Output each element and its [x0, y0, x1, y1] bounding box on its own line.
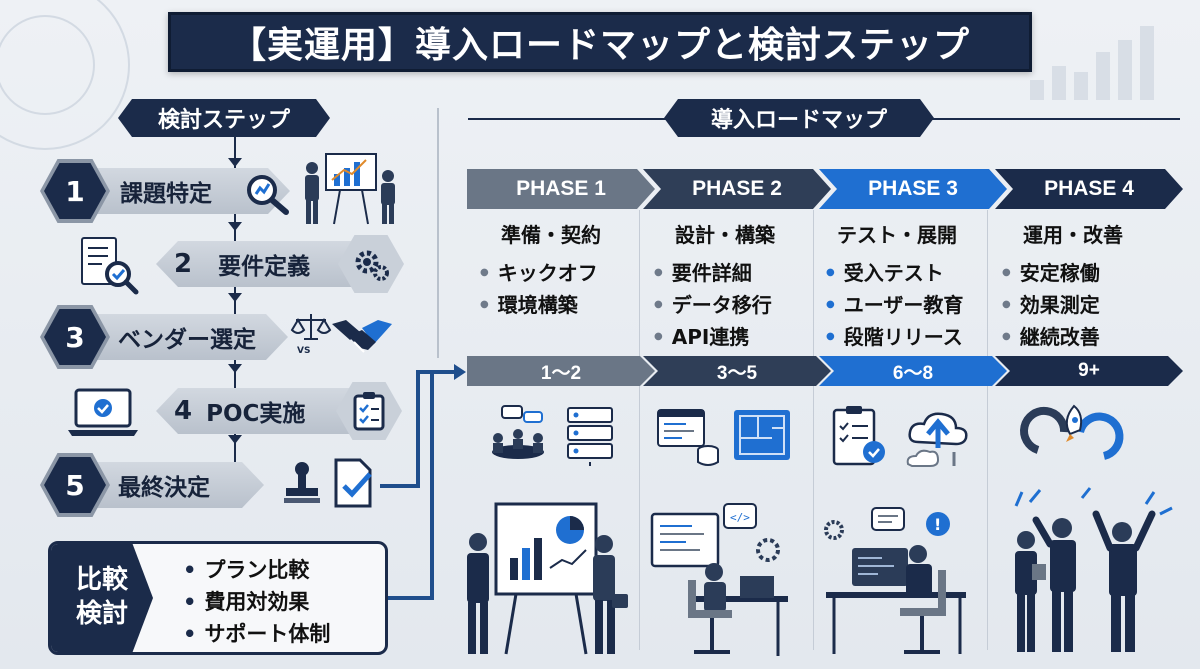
laptop-check-icon: [66, 388, 140, 438]
steps-header: 検討ステップ: [118, 99, 330, 137]
phase-3-title: テスト・展開: [837, 223, 957, 247]
phase-row: PHASE 1 PHASE 2 PHASE 3 PHASE 4: [467, 169, 1183, 209]
phase-4-duration: 9+: [995, 356, 1183, 386]
phase-4-items: 安定稼働 効果測定 継続改善: [988, 258, 1158, 354]
phase-2-items: 要件詳細 データ移行 API連携: [640, 258, 810, 354]
connector-line: [416, 372, 420, 488]
comparison-item: プラン比較: [183, 554, 330, 586]
document-check-icon: [330, 458, 382, 508]
connector-line: [380, 484, 420, 488]
step-2-label: 要件定義: [218, 254, 311, 280]
whiteboard-presentation-illustration: [452, 498, 632, 658]
svg-text:</>: </>: [730, 511, 750, 524]
server-icon: [564, 404, 616, 468]
decor-bar-chart: [1030, 20, 1180, 100]
cloud-upload-icon: [904, 408, 974, 470]
connector-line: [388, 596, 434, 600]
phase-3-duration: 6〜8: [819, 356, 1007, 386]
step-5-number: 5: [44, 457, 106, 513]
blueprint-icon: [732, 408, 794, 464]
phase-4-title: 運用・改善: [1023, 223, 1123, 247]
comparison-label-line1: 比較: [75, 565, 128, 596]
phase-item: 継続改善: [1002, 322, 1158, 354]
phase-item: 要件詳細: [654, 258, 810, 290]
step-5-label: 最終決定: [118, 475, 210, 501]
comparison-item: 費用対効果: [183, 586, 330, 618]
step-2-band: 2 要件定義: [156, 241, 366, 287]
phase-2-title: 設計・構築: [675, 223, 775, 247]
rocket-cycle-icon: [1018, 400, 1128, 472]
step-2-number-text: 2: [174, 249, 193, 279]
column-divider: [813, 210, 814, 650]
flow-arrow: [228, 364, 242, 373]
vs-label: VS: [297, 346, 311, 356]
step-5-band: 最終決定: [76, 462, 264, 508]
comparison-label-line2: 検討: [75, 599, 128, 629]
comparison-label: 比較 検討: [51, 544, 153, 652]
flow-arrow: [228, 222, 242, 231]
phase-3-column: テスト・展開 受入テスト ユーザー教育 段階リリース: [812, 213, 982, 354]
developer-at-desk-illustration: </>: [648, 500, 798, 658]
magnifier-icon: [244, 172, 292, 216]
step-4-label: POC実施: [206, 401, 306, 427]
column-divider: [987, 210, 988, 650]
comparison-box: 比較 検討 プラン比較 費用対効果 サポート体制: [48, 541, 388, 655]
phase-2-duration: 3〜5: [643, 356, 831, 386]
svg-text:!: !: [934, 515, 941, 534]
phase-4-column: 運用・改善 安定稼働 効果測定 継続改善: [988, 213, 1158, 354]
comparison-item: サポート体制: [183, 618, 330, 650]
phase-1-items: キックオフ 環境構築: [466, 258, 636, 322]
connector-line: [416, 370, 456, 374]
phase-3-items: 受入テスト ユーザー教育 段階リリース: [812, 258, 982, 354]
phase-1-duration: 1〜2: [467, 356, 655, 386]
phase-item: 環境構築: [480, 290, 636, 322]
phase-1-label: PHASE 1: [467, 169, 655, 209]
phase-2-column: 設計・構築 要件詳細 データ移行 API連携: [640, 213, 810, 354]
page-title: 【実運用】導入ロードマップと検討ステップ: [168, 12, 1032, 72]
handshake-icon: [330, 310, 394, 360]
step-3-label: ベンダー選定: [118, 327, 256, 353]
phase-2-label: PHASE 2: [643, 169, 831, 209]
flow-arrow: [228, 293, 242, 302]
section-divider: [437, 108, 439, 358]
flow-arrow: [228, 435, 242, 444]
column-divider: [639, 210, 640, 650]
document-search-icon: [78, 236, 140, 296]
presentation-team-illustration: [300, 150, 400, 228]
phase-item: 段階リリース: [826, 322, 982, 354]
step-3-number: 3: [44, 309, 106, 365]
phase-item: ユーザー教育: [826, 290, 982, 322]
decor-ring-inner: [0, 15, 95, 115]
celebrating-team-illustration: [996, 484, 1176, 658]
phase-item: データ移行: [654, 290, 810, 322]
gear-icon: [355, 250, 389, 281]
roadmap-header: 導入ロードマップ: [664, 99, 934, 137]
code-database-icon: [656, 408, 722, 468]
connector-arrow-head: [454, 364, 466, 380]
comparison-list: プラン比較 費用対効果 サポート体制: [183, 554, 330, 650]
flow-arrow: [228, 158, 242, 167]
phase-item: 安定稼働: [1002, 258, 1158, 290]
clipboard-check-icon: [353, 392, 385, 431]
duration-row: 1〜2 3〜5 6〜8 9+: [467, 356, 1183, 386]
step-3-band: ベンダー選定: [76, 314, 288, 360]
connector-line: [430, 372, 434, 600]
scale-icon: [290, 312, 332, 342]
step-1-label: 課題特定: [120, 181, 212, 207]
phase-item: キックオフ: [480, 258, 636, 290]
step-4-band: 4 POC実施: [156, 388, 352, 434]
checklist-icon: [830, 404, 890, 470]
step-4-number-text: 4: [174, 396, 193, 426]
phase-1-column: 準備・契約 キックオフ 環境構築: [466, 213, 636, 322]
phase-3-label: PHASE 3: [819, 169, 1007, 209]
phase-4-label: PHASE 4: [995, 169, 1183, 209]
stamp-icon: [282, 460, 322, 506]
support-desk-illustration: !: [822, 504, 972, 658]
phase-item: 受入テスト: [826, 258, 982, 290]
meeting-icon: [478, 404, 558, 468]
phase-1-title: 準備・契約: [501, 223, 601, 247]
phase-item: 効果測定: [1002, 290, 1158, 322]
phase-item: API連携: [654, 322, 810, 354]
